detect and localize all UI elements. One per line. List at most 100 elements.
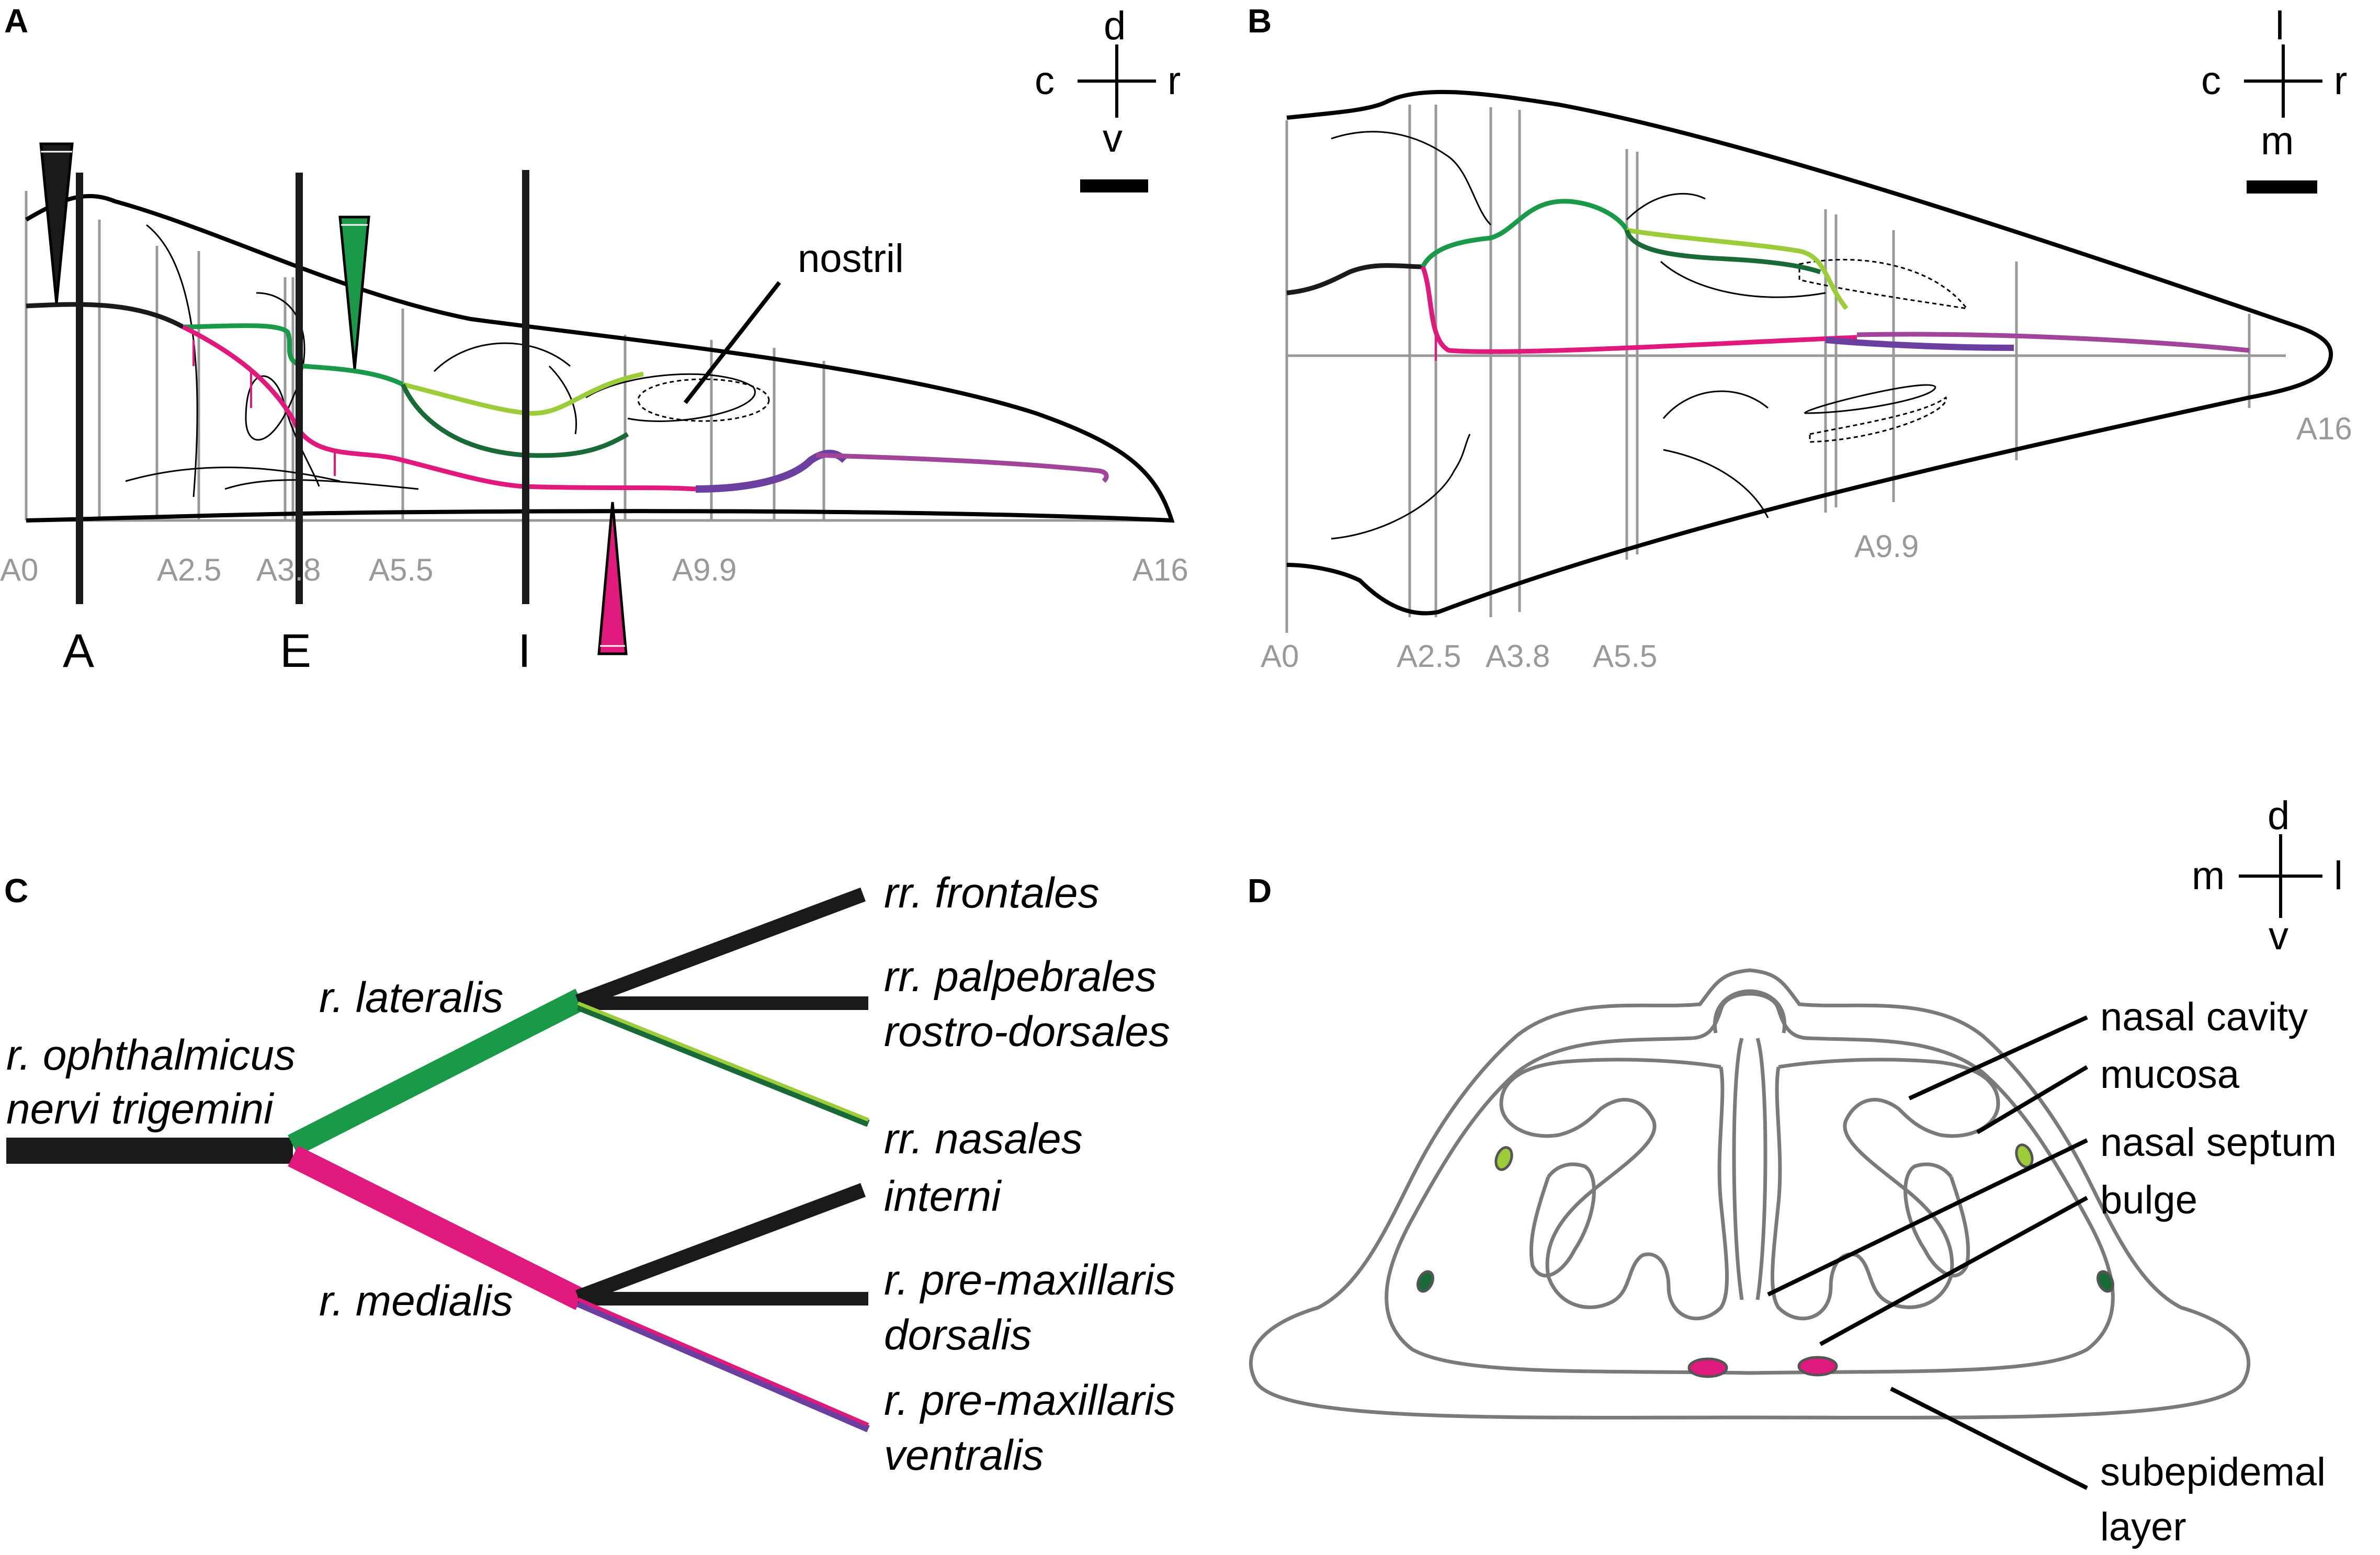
section-label: A [63,625,94,677]
panel-d-nerve-green-right-lower [2096,1270,2115,1293]
panel-d-letter: D [1248,872,1272,910]
panel-d-septum-right [1755,1037,1767,1300]
label-lateralis: r. lateralis [319,974,503,1021]
compass-label: m [2192,854,2225,898]
panel-b-compass: l c r m [2201,4,2347,194]
panel-c-premax-ventralis-branch-magenta [577,1297,869,1427]
compass-label: c [2201,59,2221,103]
label-nasal-septum: nasal septum [2100,1120,2337,1165]
panel-a-compass: d c r v [1035,4,1181,192]
panel-d-compass: d m l v [2192,793,2343,958]
label-mucosa: mucosa [2100,1052,2240,1097]
label-trunk-line2: nervi trigemini [6,1085,275,1133]
panel-b-premax-dorsal [1856,332,2250,353]
axis-tick: A2.5 [1397,639,1461,674]
panel-b-axis-labels: A0 A2.5 A3.8 A5.5 A9.9 A16 [1261,411,2352,674]
axis-tick: A2.5 [157,552,221,587]
label-palpebrales-line1: rr. palpebrales [884,953,1157,1001]
axis-tick: A0 [0,552,38,587]
label-nasales-line1: rr. nasales [884,1115,1083,1163]
section-label: E [280,625,311,677]
panel-a-letter: A [4,2,28,40]
panel-b-lateral-ramus [1420,199,1629,268]
panel-b: B [1248,2,2352,674]
label-premax-dorsalis-line1: r. pre-maxillaris [884,1256,1175,1304]
panel-b-scale-bar [2247,180,2317,194]
panel-d-septum-left [1732,1037,1744,1300]
label-nasal-cavity: nasal cavity [2100,995,2308,1039]
panel-b-medial-ramus [1420,266,1857,354]
axis-tick: A3.8 [256,552,321,587]
panel-c-frontales-branch [575,887,866,1009]
panel-d-right-turbinate [1903,1162,1970,1278]
panel-d-nerve-magenta-left [1687,1357,1728,1378]
panel-b-nasal-ramus-dark [1624,229,1821,275]
label-medialis: r. medialis [319,1277,513,1325]
compass-label: r [1168,59,1181,103]
label-premax-dorsalis-line2: dorsalis [884,1311,1032,1359]
panel-d-nerve-green-left-upper [1494,1146,1513,1171]
panel-c-nasales-branch-light [577,1001,869,1122]
panel-d-left-turbinate [1529,1162,1596,1278]
panel-c-nasales-branch-dark [576,1003,870,1127]
panel-b-head-outline [1286,89,2333,616]
panel-a-trunk-nerve [26,302,185,329]
label-palpebrales-line2: rostro-dorsales [884,1008,1170,1055]
axis-tick: A3.8 [1486,639,1550,674]
panel-b-premax-ventral [1825,337,2014,351]
label-nasales-line2: interni [884,1173,1002,1220]
axis-tick: A16 [2296,411,2352,446]
label-bulge: bulge [2100,1178,2197,1222]
axis-tick: A9.9 [1854,529,1919,564]
panel-a-section-labels: A E I [63,625,531,677]
panel-a-nostril-label: nostril [798,236,904,281]
axis-tick: A5.5 [369,552,433,587]
axis-tick: A5.5 [1593,639,1657,674]
panel-c-letter: C [4,872,28,910]
label-premax-ventralis-line2: ventralis [884,1432,1044,1479]
compass-label: l [2275,4,2284,48]
panel-d: D nasal cavity mucosa na [1248,793,2343,1549]
panel-d-nerve-green-left-lower [1416,1270,1435,1293]
panel-a-axis-labels: A0 A2.5 A3.8 A5.5 A9.9 A16 [0,552,1188,587]
panel-c-premax-ventralis-branch-purple [576,1300,870,1433]
panel-a-medial-ramus [182,324,696,492]
panel-a: A [0,2,1188,677]
compass-label: d [1104,4,1126,48]
label-subepidermal-line1: subepidemal [2100,1450,2326,1494]
panel-b-trunk-nerve [1286,263,1423,296]
compass-label: l [2334,854,2343,898]
panel-c-nasales-interni-branch [575,1183,866,1304]
panel-a-pink-ticks [192,340,336,476]
panel-a-green-arrow [338,215,370,369]
panel-c-lateralis-branch [288,989,586,1156]
panel-d-right-cavity [1770,1058,2000,1321]
compass-label: v [1103,116,1123,161]
panel-a-lateral-ramus [183,323,404,387]
panel-c-medialis-branch [288,1145,586,1310]
section-label: I [518,625,531,677]
label-subepidermal-line2: layer [2100,1505,2186,1549]
panel-a-black-arrow [39,142,74,304]
compass-label: d [2268,793,2290,838]
label-trunk-line1: r. ophthalmicus [6,1031,296,1079]
axis-tick: A0 [1261,639,1299,674]
compass-label: c [1035,59,1055,103]
panel-a-section-lines [76,170,529,604]
axis-tick: A9.9 [672,552,736,587]
panel-a-nasal-ramus-dark [400,383,629,458]
panel-d-pointers [1767,1015,2089,1490]
panel-a-premax-ventral [695,449,847,493]
panel-a-scale-bar [1080,179,1148,192]
panel-b-letter: B [1248,2,1272,40]
label-premax-ventralis-line1: r. pre-maxillaris [884,1377,1175,1424]
panel-a-nostril-pointer [683,281,781,404]
panel-a-grid [25,191,1172,522]
compass-label: m [2261,119,2294,163]
panel-b-nasal-ramus-light [1626,228,1849,310]
panel-b-nostril-upper [1798,258,1969,310]
panel-a-inner-structures [125,224,756,497]
panel-d-top-pocket [1713,989,1786,1034]
panel-d-nerve-magenta-right [1797,1356,1838,1377]
